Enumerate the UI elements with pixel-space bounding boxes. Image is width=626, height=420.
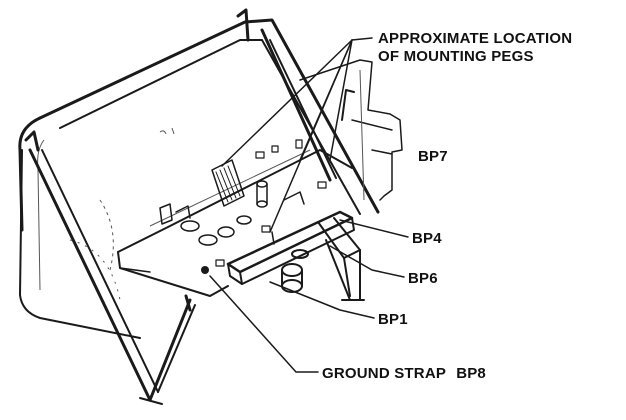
mounting-lugs <box>281 249 309 293</box>
front-rail <box>226 210 355 285</box>
bp4-leader <box>339 219 409 238</box>
heatsink <box>211 159 245 207</box>
ground-strap-leader <box>209 275 319 373</box>
callout-bp4: BP4 <box>412 230 442 247</box>
mounting-pegs-leaders <box>221 37 373 233</box>
small-components <box>215 139 327 267</box>
rear-chassis-plate <box>299 59 403 201</box>
bp1-leader <box>269 281 375 319</box>
bp-leaders <box>209 219 409 373</box>
callout-ground-strap: GROUND STRAP BP8 <box>322 365 486 382</box>
callout-mounting-pegs-line2: OF MOUNTING PEGS <box>378 48 534 65</box>
callout-ground-strap-text: GROUND STRAP <box>322 365 446 382</box>
support-rod-left <box>28 148 196 405</box>
callout-mounting-pegs-line1: APPROXIMATE LOCATION <box>378 30 573 47</box>
callout-bp8: BP8 <box>456 365 486 382</box>
callout-bp6: BP6 <box>408 270 438 287</box>
circuit-board <box>117 139 353 297</box>
ground-strap-point <box>201 266 209 274</box>
support-rod-right <box>260 28 337 182</box>
callout-bp7: BP7 <box>418 148 448 165</box>
rail-bracket-legs <box>317 217 365 301</box>
capacitors <box>159 180 268 246</box>
bp6-leader <box>329 245 405 278</box>
callout-bp1: BP1 <box>378 311 408 328</box>
crt-bezel <box>18 8 380 339</box>
screen-surface <box>69 127 175 301</box>
